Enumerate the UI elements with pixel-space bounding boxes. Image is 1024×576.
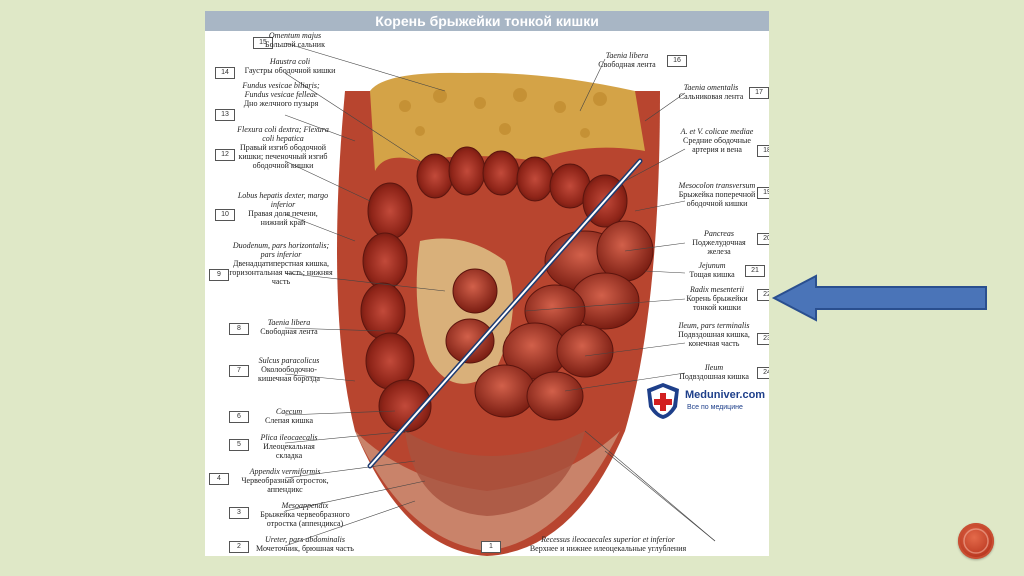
label-fundus-vesicae: Fundus vesicae biliaris; Fundus vesicae … — [242, 81, 320, 108]
next-slide-icon — [963, 528, 989, 554]
logo-name: Meduniver.com — [685, 389, 766, 401]
meduniver-logo: Meduniver.com Все по медицине — [643, 381, 766, 421]
label-number: 12 — [215, 149, 235, 161]
label-number: 4 — [209, 473, 229, 485]
label-number: 7 — [229, 365, 249, 377]
label-number: 1 — [481, 541, 501, 553]
logo-tagline: Все по медицине — [687, 404, 743, 411]
label-flexura-coli: Flexura coli dextra; Flexura coli hepati… — [237, 125, 329, 170]
next-slide-button[interactable] — [958, 523, 994, 559]
label-number: 21 — [745, 265, 765, 277]
label-number: 19 — [757, 187, 769, 199]
intestine-illustration — [284, 42, 716, 556]
label-number: 5 — [229, 439, 249, 451]
label-recessus-ileocaecales: Recessus ileocaecales superior et inferi… — [529, 535, 687, 553]
label-number: 6 — [229, 411, 249, 423]
label-number: 16 — [667, 55, 687, 67]
label-number: 23 — [757, 333, 769, 345]
label-number: 13 — [215, 109, 235, 121]
shield-logo-icon — [647, 383, 679, 419]
label-number: 22 — [757, 289, 769, 301]
plate-title: Корень брыжейки тонкой кишки — [205, 11, 769, 31]
label-duodenum: Duodenum, pars horizontalis; pars inferi… — [229, 241, 333, 286]
label-number: 17 — [749, 87, 769, 99]
label-number: 24 — [757, 367, 769, 379]
label-number: 10 — [215, 209, 235, 221]
arrow-left-icon — [771, 274, 987, 322]
label-number: 9 — [209, 269, 229, 281]
label-number: 2 — [229, 541, 249, 553]
anatomy-plate: Корень брыжейки тонкой кишки — [205, 11, 769, 556]
label-number: 15 — [253, 37, 273, 49]
label-number: 3 — [229, 507, 249, 519]
label-number: 8 — [229, 323, 249, 335]
label-number: 18 — [757, 145, 769, 157]
label-number: 14 — [215, 67, 235, 79]
label-number: 20 — [757, 233, 769, 245]
